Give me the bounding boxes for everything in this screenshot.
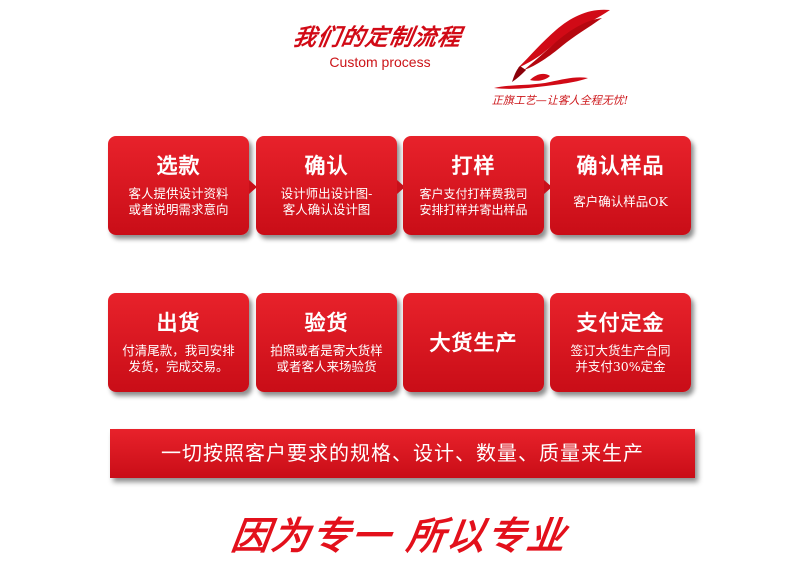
step-title: 大货生产 [429, 331, 518, 355]
motto-text: 因为专一 所以专业 [228, 514, 571, 558]
step-description: 客人提供设计资料 或者说明需求意向 [128, 186, 229, 217]
step-mass-production: 大货生产 [403, 293, 544, 392]
step-ship: 出货 付清尾款，我司安排 发货，完成交易。 [108, 293, 249, 392]
production-banner: 一切按照客户要求的规格、设计、数量、质量来生产 [110, 429, 695, 478]
step-title: 验货 [304, 311, 349, 335]
page-title: 我们的定制流程 [291, 24, 464, 51]
step-title: 选款 [156, 154, 201, 178]
step-title: 出货 [156, 311, 201, 335]
step-select-style: 选款 客人提供设计资料 或者说明需求意向 [108, 136, 257, 235]
page-subtitle: Custom process [329, 54, 431, 70]
step-title: 支付定金 [576, 311, 665, 335]
step-deposit: 支付定金 签订大货生产合同 并支付30%定金 [550, 293, 691, 392]
step-description: 客户支付打样费我司 安排打样并寄出样品 [419, 187, 528, 217]
step-description: 付清尾款，我司安排 发货，完成交易。 [122, 343, 235, 374]
step-inspect: 验货 拍照或者是寄大货样 或者客人来场验货 [256, 293, 397, 392]
calligraphy-brush-logo [494, 9, 610, 89]
arrow-right-icon [397, 180, 405, 194]
step-description: 签订大货生产合同 并支付30%定金 [570, 343, 671, 374]
step-description: 拍照或者是寄大货样 或者客人来场验货 [270, 343, 383, 374]
step-confirm: 确认 设计师出设计图- 客人确认设计图 [256, 136, 405, 235]
arrow-right-icon [544, 180, 552, 194]
slogan: 正旗工艺—让客人全程无忧! [491, 94, 629, 107]
step-description: 设计师出设计图- 客人确认设计图 [280, 186, 373, 217]
step-sample: 打样 客户支付打样费我司 安排打样并寄出样品 [403, 136, 552, 235]
arrow-right-icon [249, 180, 257, 194]
step-description: 客户确认样品OK [573, 194, 668, 209]
step-title: 确认样品 [576, 154, 665, 178]
step-confirm-sample: 确认样品 客户确认样品OK [550, 136, 691, 235]
step-title: 确认 [304, 154, 349, 178]
step-title: 打样 [451, 154, 496, 178]
